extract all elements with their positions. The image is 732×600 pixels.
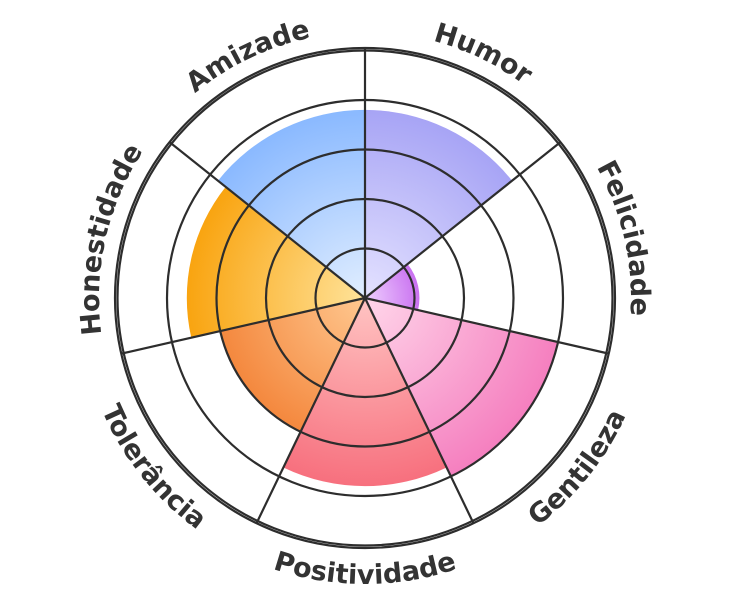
segment-humor [365,109,513,299]
label-felicidade: Felicidade [590,156,655,317]
segment-honestidade [186,186,365,338]
grid-spoke [168,141,366,299]
segments-layer [186,109,559,487]
label-amizade: Amizade [180,14,312,99]
grid-spoke [364,296,609,355]
grid-spoke [364,297,475,524]
grid-spokes [121,48,609,524]
grid-spoke [255,297,366,524]
grid-spoke [121,296,366,355]
label-humor: Humor [431,18,539,91]
label-positividade: Positividade [271,546,460,591]
segment-amizade [217,109,365,299]
grid-spoke [364,141,562,299]
label-tolerancia: Tolerância [95,400,212,536]
segment-positividade [283,298,447,487]
label-honestidade: Honestidade [75,138,149,336]
segment-felicidade [365,264,420,311]
